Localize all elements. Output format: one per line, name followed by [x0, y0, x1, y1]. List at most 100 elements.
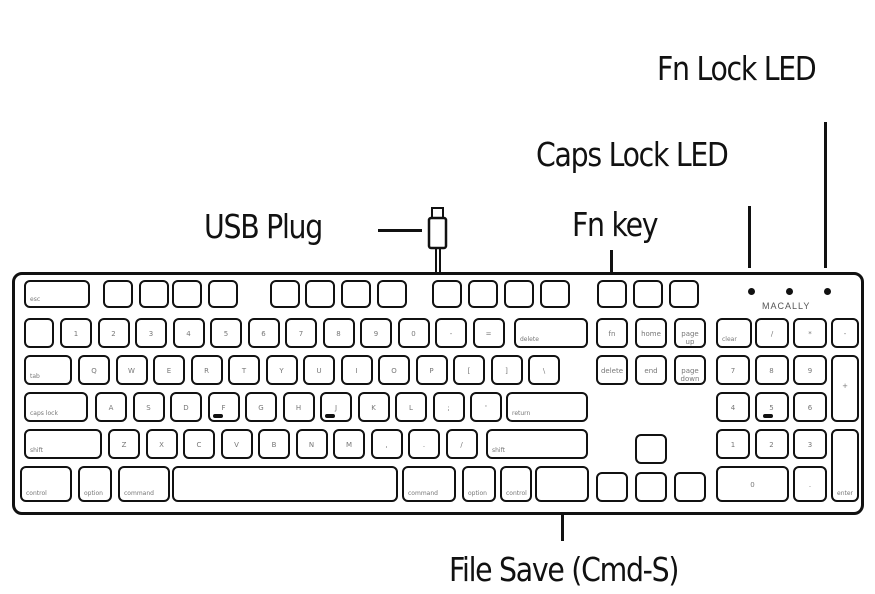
key-o[interactable]: O	[378, 355, 410, 385]
key-11[interactable]: -	[435, 318, 467, 348]
key-shift-left[interactable]: shift	[24, 429, 102, 459]
key-f12[interactable]	[540, 280, 570, 308]
key-6[interactable]: 6	[247, 318, 280, 348]
key-k[interactable]: K	[357, 392, 390, 422]
key-i[interactable]: I	[340, 355, 373, 385]
key-3-row5[interactable]: C	[183, 429, 215, 459]
key-g[interactable]: G	[245, 392, 277, 422]
key-f14[interactable]	[633, 280, 663, 308]
key-f6[interactable]	[305, 280, 335, 308]
key-esc[interactable]: esc	[24, 280, 90, 308]
key-num-6[interactable]: 6	[793, 392, 827, 422]
key-num-dot[interactable]: .	[793, 466, 827, 502]
key-page-down[interactable]: page down	[674, 355, 706, 385]
key-r[interactable]: R	[190, 355, 223, 385]
key-command-left[interactable]: command	[118, 466, 170, 502]
key-u[interactable]: U	[303, 355, 335, 385]
key-num-minus[interactable]: -	[831, 318, 859, 348]
key-8-row5[interactable]: ,	[370, 429, 403, 459]
key-num-3[interactable]: 3	[793, 429, 827, 459]
key-num-5[interactable]: 5	[754, 392, 789, 422]
key-6-row5[interactable]: N	[295, 429, 328, 459]
key-num-2[interactable]: 2	[754, 429, 789, 459]
key-s[interactable]: S	[132, 392, 165, 422]
key-fn[interactable]: fn	[596, 318, 628, 348]
key-tab[interactable]: tab	[24, 355, 72, 385]
key-arrow-left[interactable]	[596, 472, 628, 502]
key-clear[interactable]: clear	[716, 318, 752, 348]
key-f8[interactable]	[377, 280, 407, 308]
key-3[interactable]: 3	[135, 318, 167, 348]
key-9-row5[interactable]: .	[408, 429, 440, 459]
key-5[interactable]: 5	[210, 318, 242, 348]
key-t[interactable]: T	[228, 355, 260, 385]
key-f9[interactable]	[432, 280, 462, 308]
key-][interactable]: ]	[490, 355, 523, 385]
key-q[interactable]: Q	[78, 355, 110, 385]
key-'[interactable]: '	[470, 392, 502, 422]
key-f13[interactable]	[597, 280, 627, 308]
key-home[interactable]: home	[635, 318, 667, 348]
key-num-enter[interactable]: enter	[831, 429, 859, 502]
key-h[interactable]: H	[282, 392, 315, 422]
key-f10[interactable]	[468, 280, 498, 308]
key-arrow-right[interactable]	[674, 472, 706, 502]
key-f7[interactable]	[341, 280, 371, 308]
key-return[interactable]: return	[506, 392, 588, 422]
key-command-right[interactable]: command	[402, 466, 456, 502]
key-num-7[interactable]: 7	[716, 355, 750, 385]
key-1[interactable]: 1	[60, 318, 92, 348]
key-num-plus[interactable]: +	[831, 355, 859, 422]
key-option-left[interactable]: option	[78, 466, 112, 502]
key-num-multiply[interactable]: *	[793, 318, 827, 348]
key-f5[interactable]	[270, 280, 300, 308]
key-cmd-s[interactable]	[535, 466, 589, 502]
key-4-row5[interactable]: V	[220, 429, 253, 459]
key-forward-delete[interactable]: delete	[596, 355, 628, 385]
key-control-left[interactable]: control	[20, 466, 72, 502]
key-option-right[interactable]: option	[462, 466, 496, 502]
key-delete[interactable]: delete	[514, 318, 588, 348]
key-f11[interactable]	[504, 280, 534, 308]
key-12[interactable]: =	[472, 318, 505, 348]
key-[[interactable]: [	[453, 355, 485, 385]
key-a[interactable]: A	[95, 392, 127, 422]
key-caps-lock[interactable]: caps lock	[24, 392, 88, 422]
key-num-8[interactable]: 8	[754, 355, 789, 385]
key-8[interactable]: 8	[322, 318, 355, 348]
key-f2[interactable]	[139, 280, 169, 308]
key-num-9[interactable]: 9	[793, 355, 827, 385]
key-f1[interactable]	[103, 280, 133, 308]
key-2[interactable]: 2	[97, 318, 130, 348]
key-backtick[interactable]	[24, 318, 54, 348]
key-control-right[interactable]: control	[500, 466, 532, 502]
key-2-row5[interactable]: X	[145, 429, 178, 459]
key-page-up[interactable]: page up	[674, 318, 706, 348]
key-10-row5[interactable]: /	[445, 429, 478, 459]
key-num-4[interactable]: 4	[716, 392, 750, 422]
key-f3[interactable]	[172, 280, 202, 308]
key-arrow-down[interactable]	[635, 472, 667, 502]
key-w[interactable]: W	[115, 355, 148, 385]
key-p[interactable]: P	[415, 355, 448, 385]
key-4[interactable]: 4	[172, 318, 205, 348]
key-f[interactable]: F	[207, 392, 240, 422]
key-arrow-up[interactable]	[635, 434, 667, 464]
key-10[interactable]: 0	[397, 318, 430, 348]
key-9[interactable]: 9	[360, 318, 392, 348]
key-\[interactable]: \	[528, 355, 560, 385]
key-end[interactable]: end	[635, 355, 667, 385]
key-;[interactable]: ;	[432, 392, 465, 422]
key-f4[interactable]	[208, 280, 238, 308]
key-e[interactable]: E	[153, 355, 185, 385]
key-l[interactable]: L	[395, 392, 427, 422]
key-num-0[interactable]: 0	[716, 466, 789, 502]
key-7-row5[interactable]: M	[333, 429, 365, 459]
key-shift-right[interactable]: shift	[486, 429, 588, 459]
key-num-1[interactable]: 1	[716, 429, 750, 459]
key-num-divide[interactable]: /	[755, 318, 789, 348]
key-f15[interactable]	[669, 280, 699, 308]
key-1-row5[interactable]: Z	[108, 429, 140, 459]
key-5-row5[interactable]: B	[258, 429, 290, 459]
key-y[interactable]: Y	[265, 355, 298, 385]
